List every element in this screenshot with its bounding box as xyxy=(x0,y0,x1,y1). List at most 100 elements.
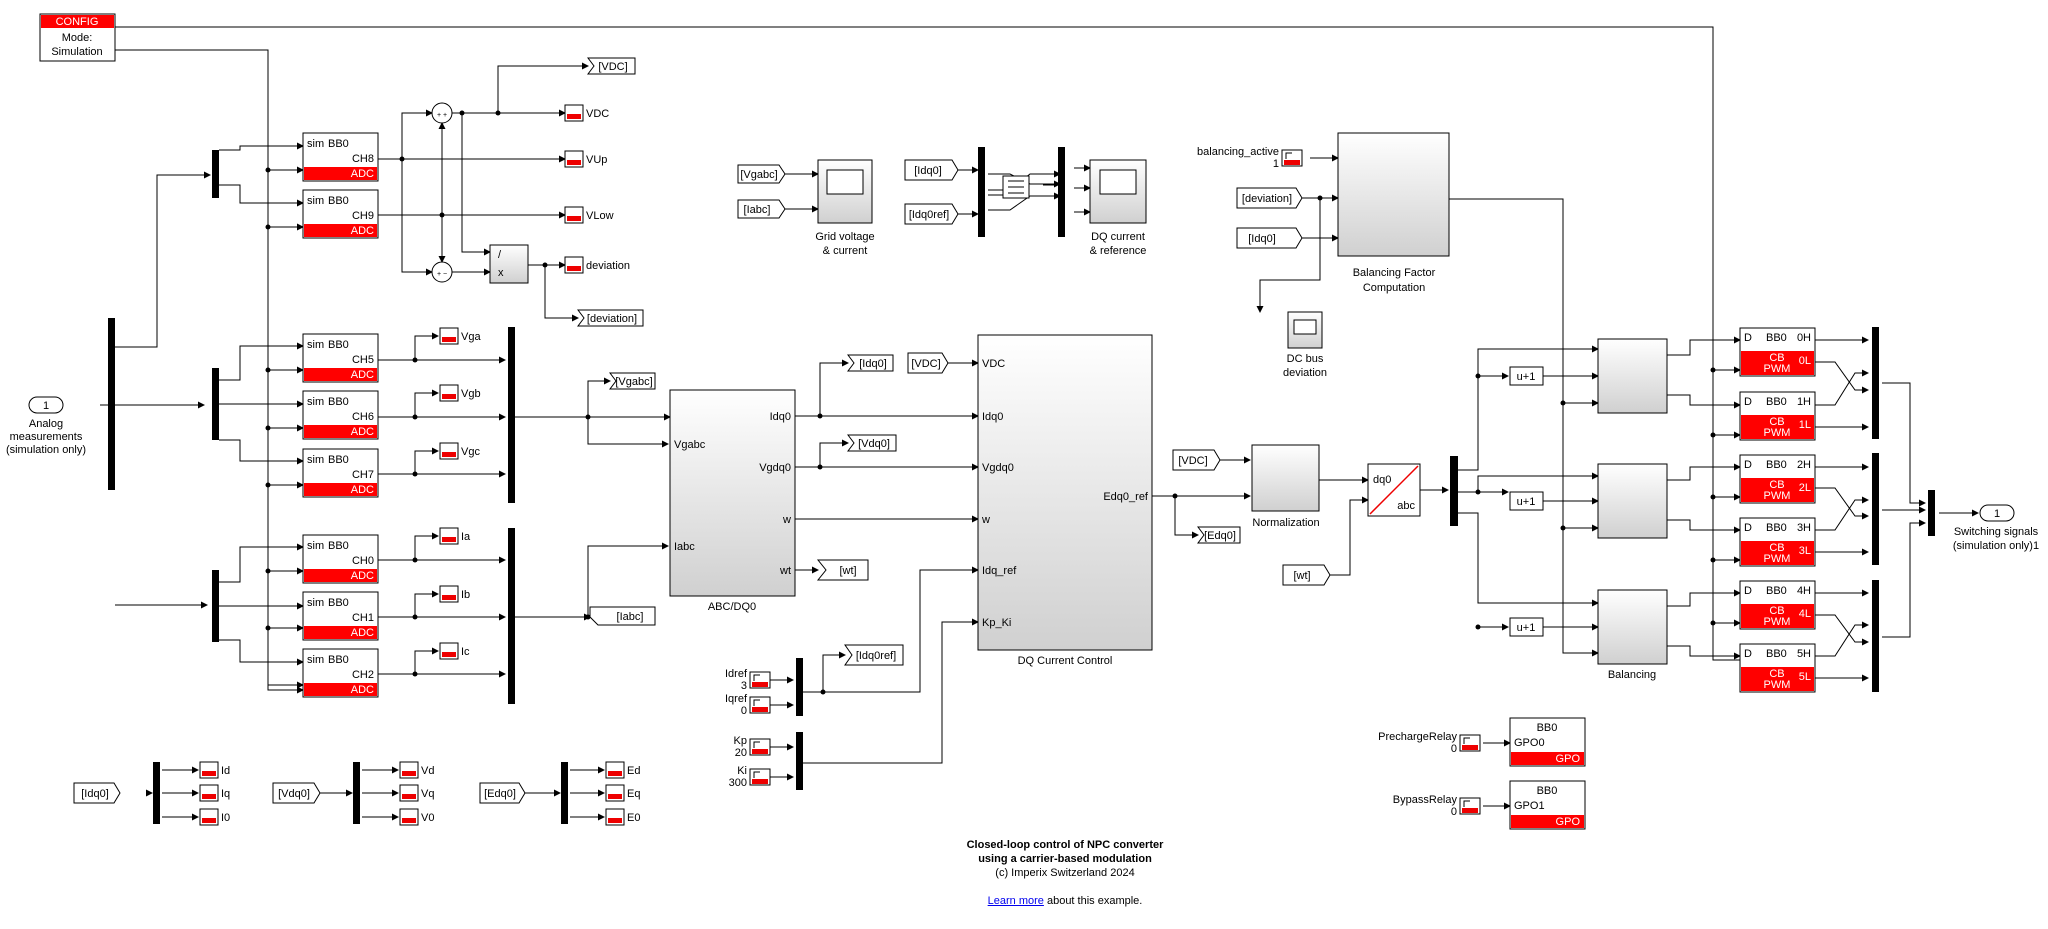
display-output[interactable]: VUp xyxy=(564,150,607,168)
normalization-block[interactable]: Normalization xyxy=(1251,444,1320,529)
display-output[interactable]: Vd xyxy=(399,761,434,779)
display-output[interactable]: Vga xyxy=(439,327,481,345)
balancing-block-c[interactable]: Balancing xyxy=(1597,589,1668,681)
from-idq0ref-top[interactable]: [Idq0ref] xyxy=(904,203,959,225)
from-deviation[interactable]: [deviation] xyxy=(1236,187,1303,209)
scope-dq[interactable]: DQ current & reference xyxy=(1089,159,1147,257)
display-output[interactable]: Eq xyxy=(605,784,640,802)
display-output[interactable]: Ed xyxy=(605,761,640,779)
output-port[interactable]: 1 Switching signals (simulation only)1 xyxy=(1953,504,2039,552)
display-output[interactable]: Ia xyxy=(439,527,471,545)
from-idq0-bottom[interactable]: [Idq0] xyxy=(73,782,121,804)
scope-grid[interactable]: Grid voltage & current xyxy=(815,159,875,257)
goto-vgabc[interactable]: [Vgabc] xyxy=(609,372,656,390)
goto-vdq0-label: [Vdq0] xyxy=(858,438,890,450)
goto-idq0ref[interactable]: [Idq0ref] xyxy=(844,644,904,666)
sum-top[interactable]: + + xyxy=(431,102,453,124)
display-output[interactable]: deviation xyxy=(564,256,630,274)
input-port[interactable]: 1 Analog measurements (simulation only) xyxy=(6,396,86,456)
display-output[interactable]: VDC xyxy=(564,104,609,122)
display-output[interactable]: E0 xyxy=(605,808,640,826)
adc-bb-label: BB0 xyxy=(328,454,349,466)
from-wt[interactable]: [wt] xyxy=(1282,564,1331,586)
u-plus-1-b[interactable]: u+1 xyxy=(1509,491,1544,511)
selector-block[interactable] xyxy=(1002,175,1030,199)
sum-bottom[interactable]: + − xyxy=(431,261,453,283)
display-output[interactable]: VLow xyxy=(564,206,614,224)
display-output[interactable]: Vq xyxy=(399,784,434,802)
config-block[interactable]: CONFIG Mode: Simulation xyxy=(39,13,116,62)
balancing-factor-block[interactable]: Balancing Factor Computation xyxy=(1337,132,1450,294)
goto-idq0[interactable]: [Idq0] xyxy=(847,354,894,372)
adc-sim-label: sim xyxy=(307,396,324,408)
display-output[interactable]: Iq xyxy=(199,784,230,802)
from-iabc[interactable]: [Iabc] xyxy=(737,199,786,219)
abc-dq0-block[interactable]: Vgabc Iabc Idq0 Vgdq0 w wt ABC/DQ0 xyxy=(669,389,796,613)
learn-more-link[interactable]: Learn more xyxy=(987,895,1044,907)
from-idq0-top[interactable]: [Idq0] xyxy=(904,159,959,181)
adc-sim-label: sim xyxy=(307,195,324,207)
display-output[interactable]: V0 xyxy=(399,808,434,826)
from-vdc-norm[interactable]: [VDC] xyxy=(1172,449,1221,471)
pwm-d-label: D xyxy=(1744,522,1752,534)
constant-value: 20 xyxy=(735,747,747,759)
pwm-low-label: 1L xyxy=(1799,419,1811,431)
display-output[interactable]: Ib xyxy=(439,585,470,603)
dq-current-control-block[interactable]: VDC Idq0 Vgdq0 w Idq_ref Kp_Ki Edq0_ref … xyxy=(977,334,1153,667)
display-output[interactable]: Id xyxy=(199,761,230,779)
input-port-number: 1 xyxy=(43,400,49,412)
u-plus-1-a[interactable]: u+1 xyxy=(1509,366,1544,386)
display-output[interactable]: Vgb xyxy=(439,384,481,402)
display-output[interactable]: I0 xyxy=(199,808,230,826)
pwm-pwm-label: PWM xyxy=(1764,553,1791,565)
from-vdc-ctrl[interactable]: [VDC] xyxy=(907,352,949,374)
adc-sim-label: sim xyxy=(307,654,324,666)
from-vdq0-bottom[interactable]: [Vdq0] xyxy=(272,782,321,804)
balancing-block-b[interactable] xyxy=(1597,463,1668,539)
constant-value: 0 xyxy=(1451,743,1457,755)
dq0-abc-block[interactable]: dq0 abc xyxy=(1367,463,1421,517)
gpo-block-0[interactable]: BB0 GPO0 GPO xyxy=(1509,717,1586,767)
display-output-label: Vgb xyxy=(461,388,481,400)
goto-edq0[interactable]: [Edq0] xyxy=(1197,526,1241,544)
goto-vdq0[interactable]: [Vdq0] xyxy=(847,434,897,452)
from-idq0-bottom-label: [Idq0] xyxy=(81,788,109,800)
balancing-block-a[interactable] xyxy=(1597,338,1668,414)
divide-block[interactable]: / x xyxy=(489,244,529,284)
display-output[interactable]: Vgc xyxy=(439,442,480,460)
scope-dc-bus[interactable]: DC bus deviation xyxy=(1283,311,1327,379)
from-idq0-bal[interactable]: [Idq0] xyxy=(1236,227,1303,249)
from-vgabc[interactable]: [Vgabc] xyxy=(737,164,786,184)
goto-deviation[interactable]: [deviation] xyxy=(577,309,644,327)
display-output-label: Ia xyxy=(461,531,471,543)
goto-wt[interactable]: [wt] xyxy=(816,559,869,581)
goto-vdc[interactable]: [VDC] xyxy=(587,57,636,75)
from-edq0-bottom[interactable]: [Edq0] xyxy=(479,782,526,804)
goto-iabc[interactable]: [Iabc] xyxy=(589,606,656,626)
gpo-block-1[interactable]: BB0 GPO1 GPO xyxy=(1509,780,1586,830)
u-plus-1-c[interactable]: u+1 xyxy=(1509,617,1544,637)
display-output[interactable]: Ic xyxy=(439,642,470,660)
